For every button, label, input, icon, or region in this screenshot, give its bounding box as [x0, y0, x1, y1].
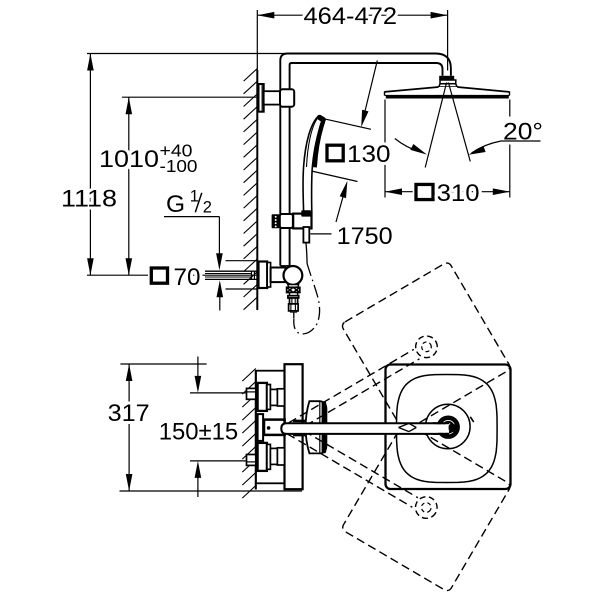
svg-text:-100: -100	[160, 156, 198, 176]
svg-text:1: 1	[190, 187, 199, 205]
svg-text:70: 70	[174, 264, 201, 291]
svg-text:1010: 1010	[99, 146, 159, 173]
svg-text:2: 2	[203, 198, 212, 216]
svg-text:20°: 20°	[503, 118, 543, 145]
svg-text:310: 310	[437, 180, 480, 207]
svg-text:G: G	[166, 191, 185, 218]
svg-text:1118: 1118	[61, 185, 117, 212]
svg-text:+40: +40	[160, 141, 193, 161]
svg-text:317: 317	[108, 400, 150, 427]
svg-text:1750: 1750	[337, 223, 393, 250]
svg-text:150±15: 150±15	[159, 419, 239, 446]
svg-text:464-472: 464-472	[304, 3, 398, 30]
svg-text:130: 130	[347, 141, 391, 168]
